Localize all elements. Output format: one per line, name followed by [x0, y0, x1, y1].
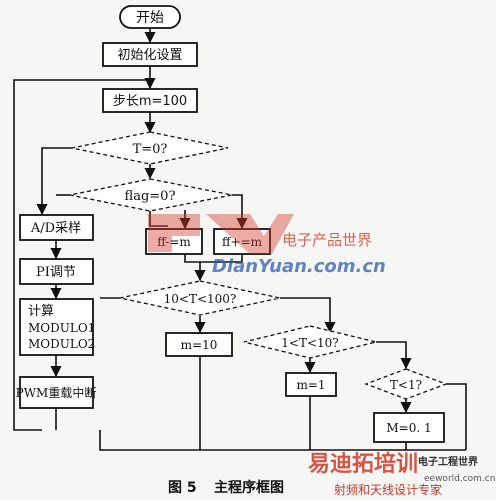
pwm-label: PWM重载中断 — [16, 385, 97, 400]
step-label: 步长m=100 — [113, 94, 187, 109]
cond-flag-label: flag=0? — [125, 189, 176, 204]
cond-flag-node: flag=0? — [69, 178, 233, 212]
pwm-node: PWM重载中断 — [16, 376, 97, 409]
calc-line1: MODULO1 — [28, 321, 95, 335]
m10-node: m=10 — [165, 332, 233, 357]
ff-minus-label: ff-=m — [157, 235, 191, 249]
ad-node: A/D采样 — [19, 214, 94, 241]
start-label: 开始 — [136, 10, 164, 26]
figure-caption: 图 5 主程序框图 — [168, 479, 284, 496]
watermark-site-cn: 电子产品世界 — [282, 231, 372, 249]
step-node: 步长m=100 — [102, 88, 198, 113]
calc-line2: MODULO2 — [28, 337, 95, 351]
connectors — [13, 28, 467, 451]
m1-label: m=1 — [296, 378, 325, 392]
cond-range2-node: 1<T<10? — [243, 325, 377, 359]
m10-label: m=10 — [181, 338, 218, 352]
cond-range1-node: 10<T<100? — [119, 280, 281, 316]
cond-lt1-label: T<1? — [390, 378, 422, 392]
ff-plus-label: ff+=m — [222, 235, 263, 249]
caption-label: 图 5 — [168, 480, 197, 496]
start-node: 开始 — [119, 5, 181, 29]
pi-label: PI调节 — [36, 265, 76, 280]
caption-title: 主程序框图 — [214, 479, 284, 496]
ff-minus-node: ff-=m — [145, 228, 203, 255]
cond-range2-label: 1<T<10? — [281, 336, 338, 350]
init-label: 初始化设置 — [117, 48, 182, 63]
calc-node: 计算 MODULO1 MODULO2 — [19, 298, 95, 356]
calc-title: 计算 — [28, 304, 54, 319]
m01-node: M=0. 1 — [373, 412, 445, 443]
cond-t0-node: T=0? — [71, 131, 229, 165]
ff-plus-node: ff+=m — [213, 228, 271, 255]
m01-label: M=0. 1 — [386, 421, 431, 435]
watermark-site-url: DianYuan.com.cn — [212, 256, 386, 277]
watermark-bottom-url: eeworld.com.cn — [424, 474, 495, 484]
cond-t0-label: T=0? — [133, 142, 168, 157]
ad-label: A/D采样 — [30, 221, 81, 236]
watermark-logo-shape — [148, 214, 294, 254]
cond-lt1-node: T<1? — [364, 368, 448, 400]
pi-node: PI调节 — [19, 258, 94, 285]
watermark-bottom-cn: 易迪拓培训 — [308, 451, 418, 477]
init-node: 初始化设置 — [102, 42, 198, 67]
watermark-dianyuan: 电子产品世界 DianYuan.com.cn — [148, 214, 386, 277]
watermark-bottom-logo: 电子工程世界 — [418, 455, 478, 468]
watermark-bottom-sub: 射频和天线设计专家 — [334, 482, 442, 497]
m1-node: m=1 — [285, 372, 337, 397]
watermark-bottom: 易迪拓培训 射频和天线设计专家 电子工程世界 eeworld.com.cn — [308, 451, 495, 497]
cond-range1-label: 10<T<100? — [164, 292, 237, 306]
